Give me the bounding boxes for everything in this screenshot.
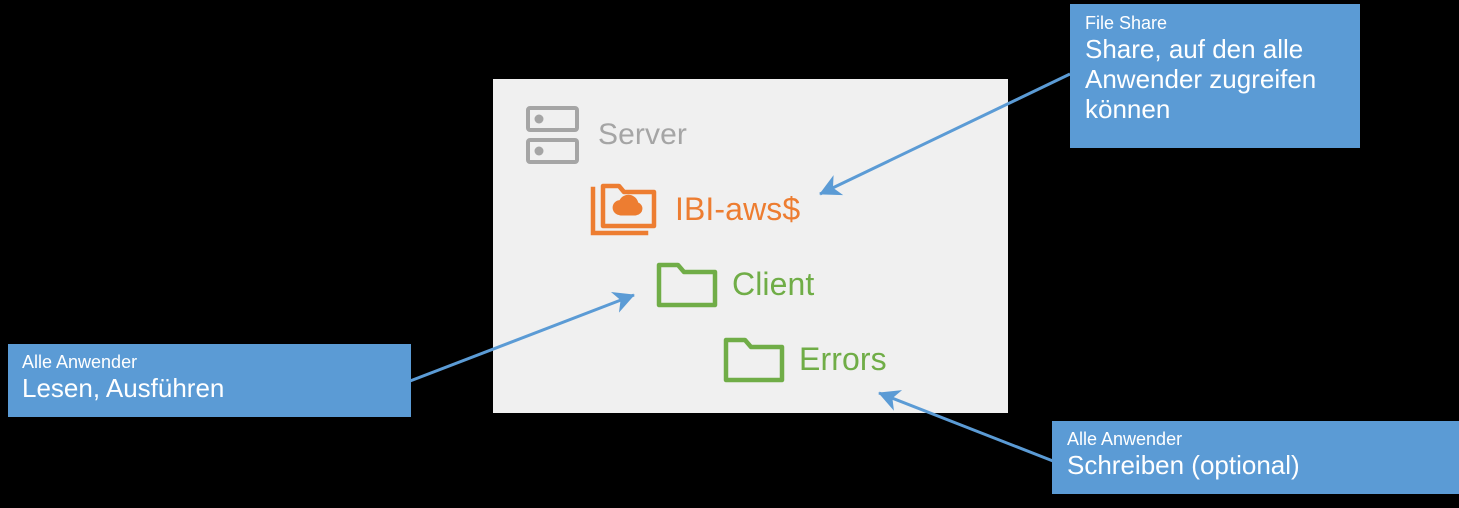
callout-file-share-body: Share, auf den alle Anwender zugreifen k…	[1085, 34, 1317, 124]
callout-write[interactable]: Alle Anwender Schreiben (optional)	[1052, 421, 1459, 494]
callout-read-exec[interactable]: Alle Anwender Lesen, Ausführen	[8, 344, 411, 417]
callout-file-share-title: File Share	[1085, 13, 1168, 33]
node-server[interactable]: Server	[526, 106, 687, 164]
node-errors[interactable]: Errors	[723, 334, 887, 384]
callout-write-body: Schreiben (optional)	[1067, 450, 1300, 480]
callout-read-exec-title: Alle Anwender	[22, 352, 138, 372]
server-icon	[526, 106, 579, 164]
folder-icon	[723, 334, 785, 384]
node-client-label: Client	[732, 266, 815, 302]
folder-icon	[656, 259, 718, 309]
node-server-label: Server	[598, 118, 687, 151]
callout-read-exec-body: Lesen, Ausführen	[22, 373, 225, 403]
server-panel: Server IBI-aws$ Client	[493, 79, 1008, 413]
node-share-label: IBI-aws$	[675, 191, 801, 227]
node-client[interactable]: Client	[656, 259, 814, 309]
cloud-folder-icon	[589, 179, 661, 239]
node-errors-label: Errors	[799, 341, 887, 377]
callout-write-title: Alle Anwender	[1067, 429, 1183, 449]
callout-file-share[interactable]: File Share Share, auf den alle Anwender …	[1070, 4, 1360, 148]
node-share[interactable]: IBI-aws$	[589, 179, 800, 239]
